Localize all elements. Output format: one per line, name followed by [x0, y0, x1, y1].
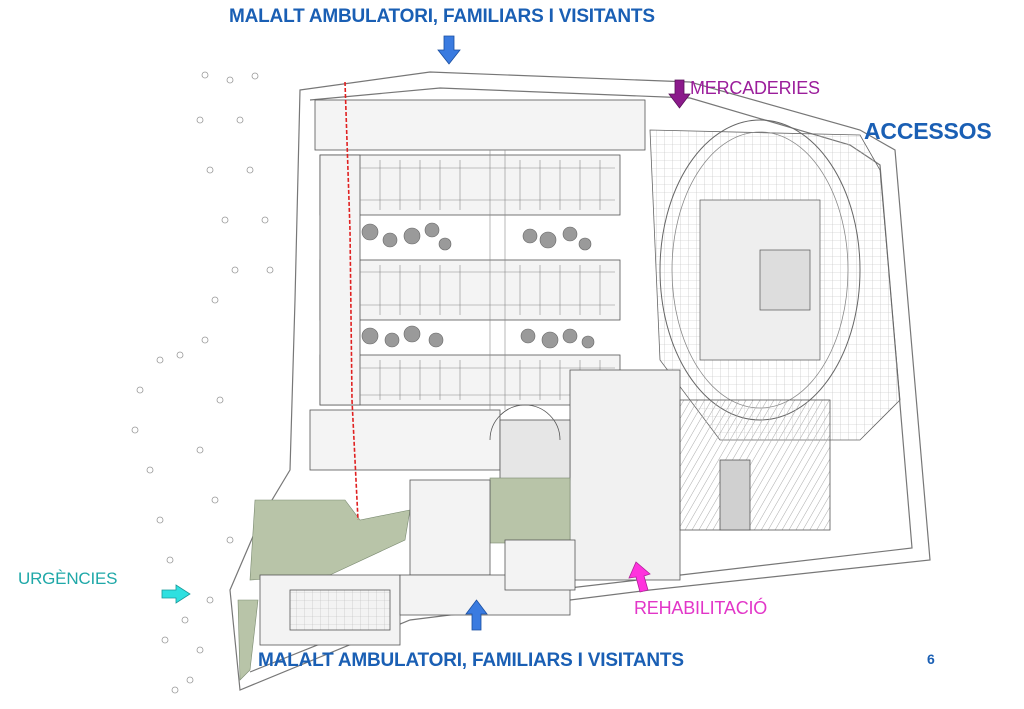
top-access-label: MALALT AMBULATORI, FAMILIARS I VISITANTS — [229, 6, 655, 27]
page-number: 6 — [927, 651, 935, 667]
arrow-up-icon — [628, 561, 651, 593]
tree-dots — [131, 71, 274, 694]
hospital-wards — [309, 99, 646, 471]
south-east-blocks — [489, 369, 831, 581]
ward-grid — [360, 150, 615, 410]
courtyard-trees — [361, 222, 595, 349]
page-title: ACCESSOS — [864, 118, 992, 144]
emergencies-access-label: URGÈNCIES — [18, 569, 118, 588]
south-blocks — [259, 479, 576, 646]
arrow-down-icon — [437, 35, 461, 65]
bottom-access-label: MALALT AMBULATORI, FAMILIARS I VISITANTS — [258, 650, 684, 671]
arrow-down-icon — [668, 79, 691, 109]
goods-access-label: MERCADERIES — [690, 78, 820, 98]
rehab-access-label: REHABILITACIÓ — [634, 598, 768, 618]
east-plaza — [649, 119, 901, 441]
route-line — [344, 81, 359, 521]
arrow-up-icon — [465, 599, 488, 631]
arrow-right-icon — [161, 584, 191, 604]
green-areas — [237, 477, 571, 681]
